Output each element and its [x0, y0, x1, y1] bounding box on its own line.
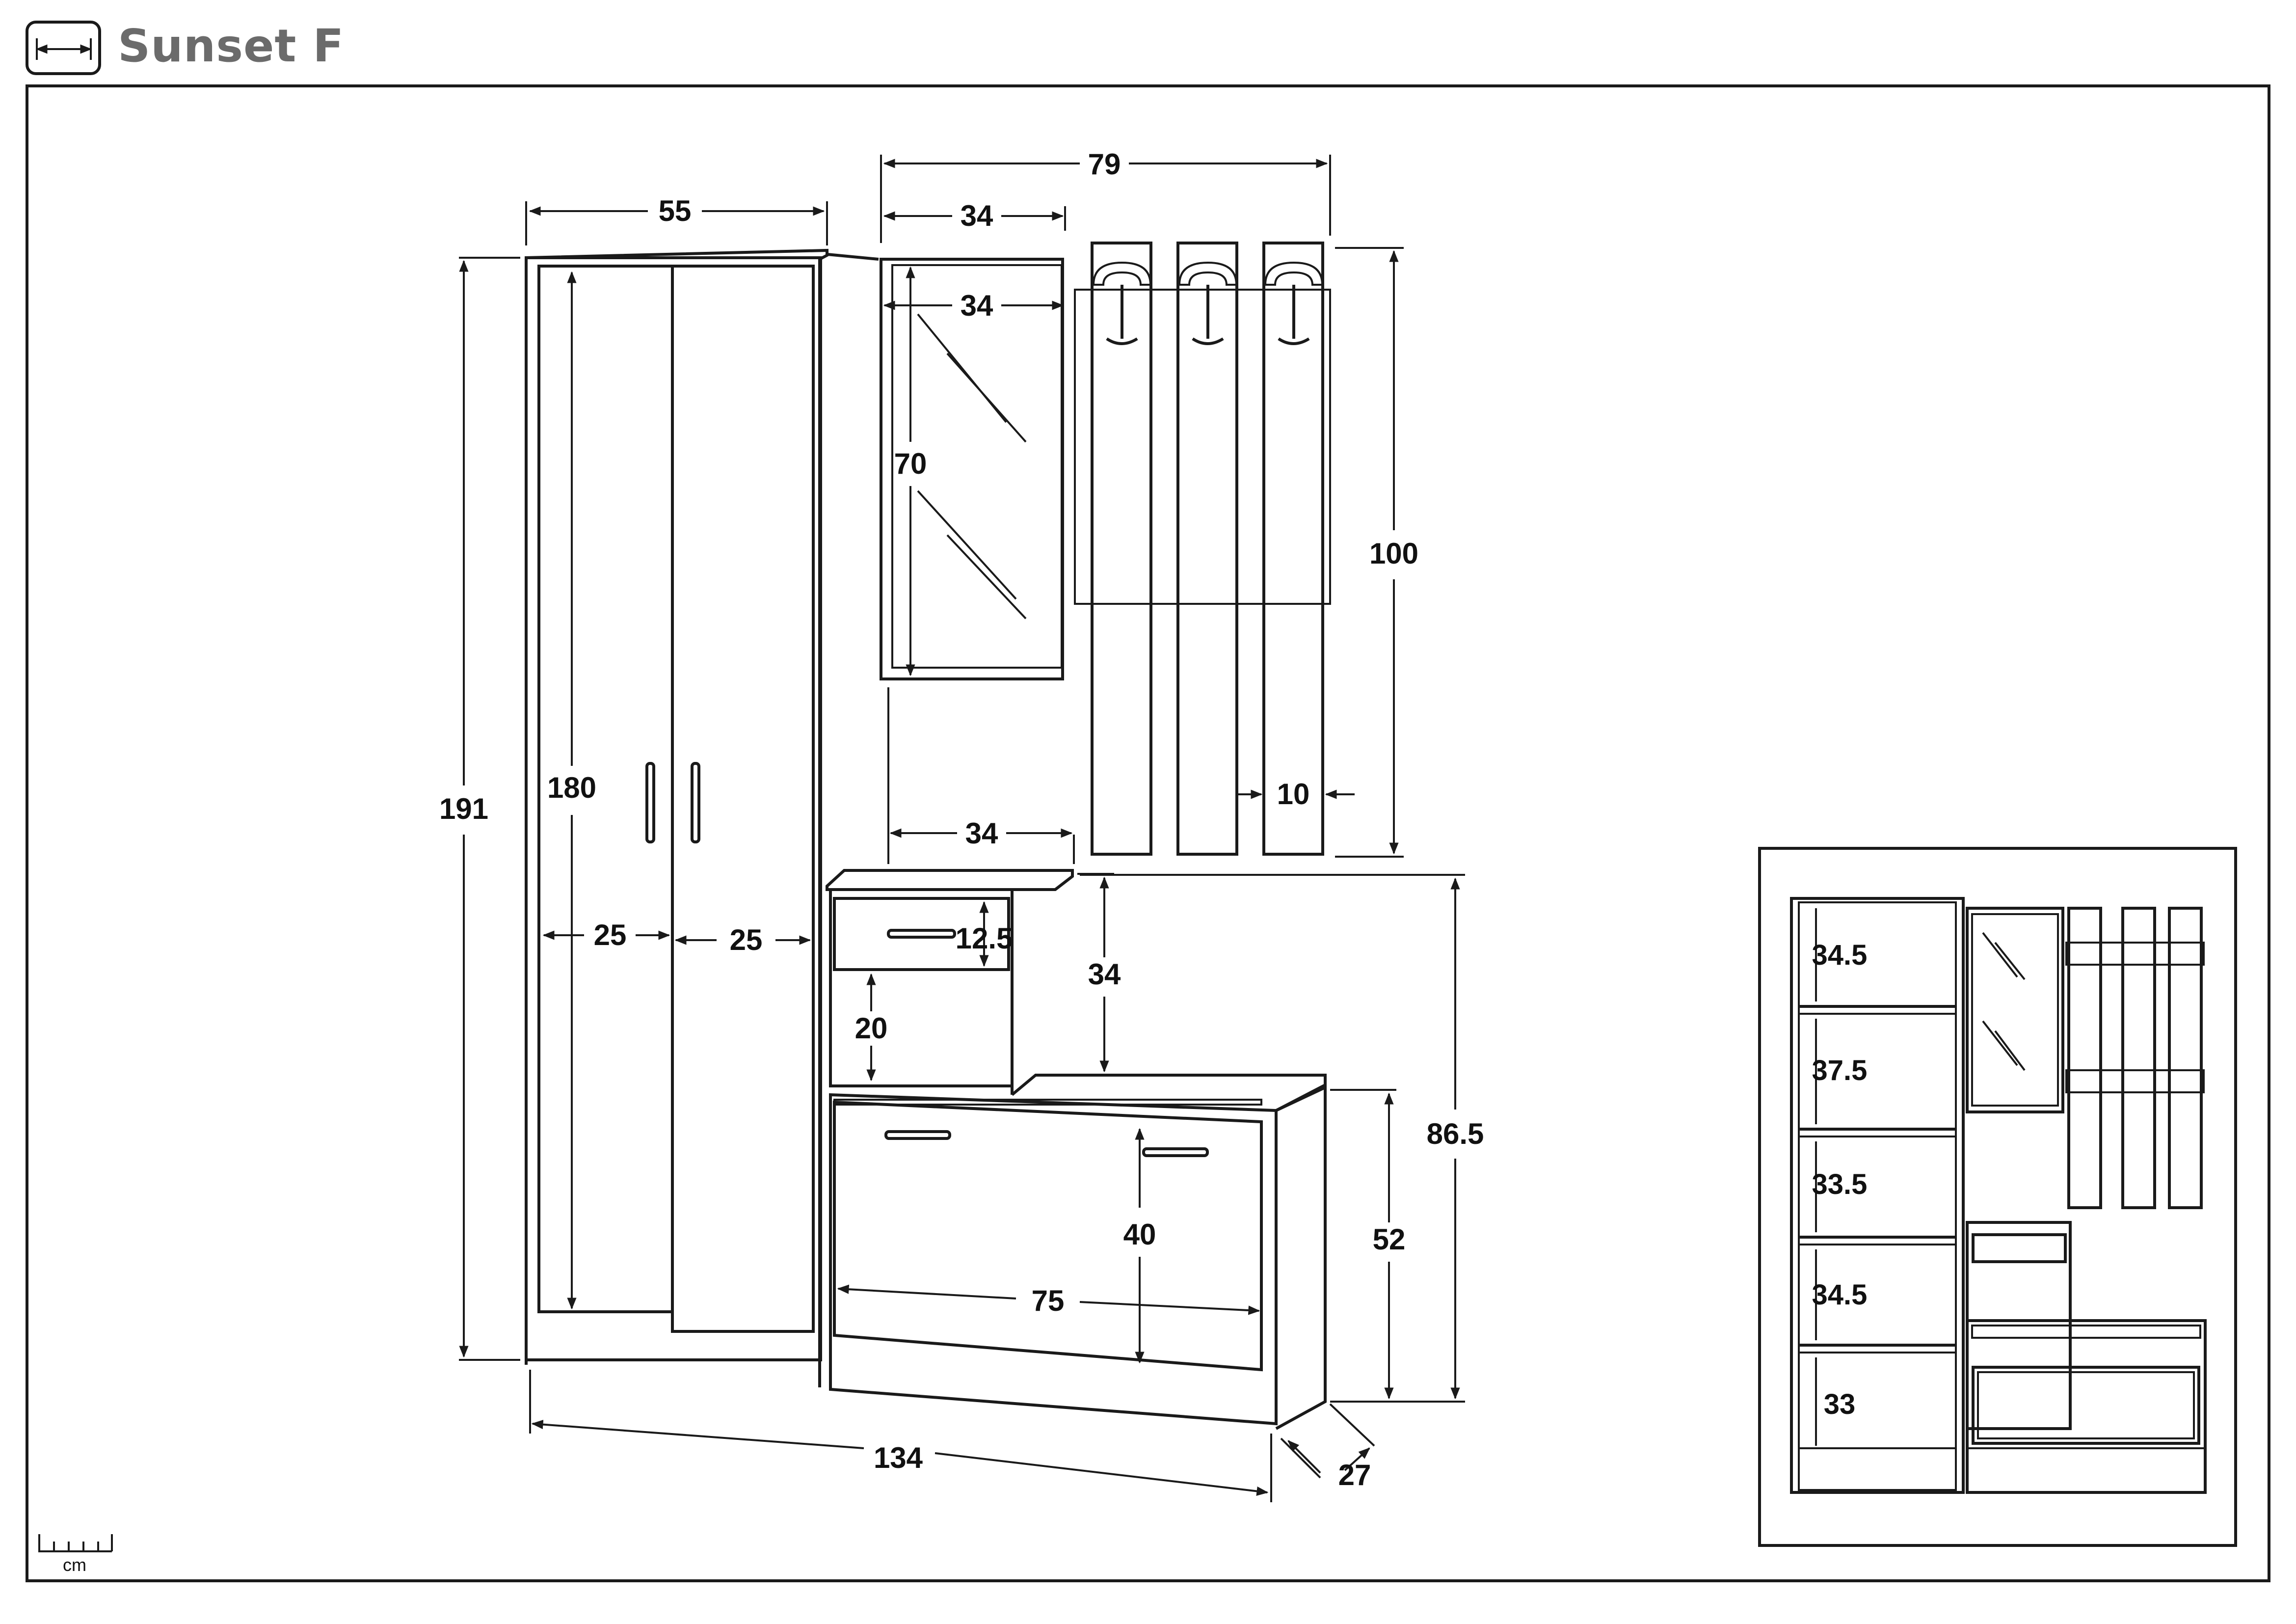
shoe-cabinet [829, 1074, 1327, 1430]
dim-shoe-flap-height: 40 [1123, 1218, 1156, 1251]
inset-interior-view [1758, 847, 2237, 1547]
scale-unit: cm [63, 1555, 86, 1575]
dim-wardrobe-height: 191 [439, 792, 488, 825]
inset-shelf-height-2: 37.5 [1812, 1055, 1868, 1086]
hanger-panel-2 [1176, 242, 1238, 856]
coat-hook-icon [1178, 261, 1238, 345]
dim-mirror-height: 70 [894, 447, 927, 480]
drawing-frame [26, 84, 2270, 1582]
wardrobe [525, 248, 879, 1387]
dim-shelf-unit-height: 34 [1088, 958, 1121, 991]
coat-hanger [1074, 242, 1331, 856]
dim-door-height: 180 [547, 771, 596, 804]
inset-shelf-height-1: 34.5 [1812, 939, 1868, 971]
drawer-handle [887, 929, 956, 939]
inset-shelf-height-4: 34.5 [1812, 1279, 1868, 1311]
dim-niche-height: 20 [855, 1012, 888, 1045]
dim-total-low-height: 86.5 [1427, 1117, 1484, 1150]
hanger-panel-3 [1262, 242, 1324, 856]
drawer-front [833, 897, 1010, 971]
product-title: Sunset F [118, 20, 345, 72]
drawer-unit [826, 869, 1074, 1095]
coat-hook-icon [1092, 261, 1152, 345]
hanger-panel-1 [1091, 242, 1152, 856]
dim-door-width-left: 25 [594, 919, 627, 951]
dim-depth: 27 [1338, 1459, 1371, 1491]
ruler-icon [38, 1534, 113, 1552]
door-handle-right [691, 762, 700, 843]
dim-door-width-right: 25 [730, 923, 763, 956]
mirror [880, 258, 1064, 680]
dim-shelf-width: 34 [965, 817, 998, 850]
shoe-handle-right [1142, 1147, 1209, 1157]
dim-wardrobe-width: 55 [659, 194, 692, 227]
dim-mirror-inner-width: 34 [961, 289, 993, 322]
dim-shoe-cabinet-height: 52 [1373, 1223, 1406, 1256]
inset-shelf-height-3: 33.5 [1812, 1168, 1868, 1200]
dimension-icon [26, 21, 101, 75]
dim-shoe-cabinet-width: 75 [1032, 1284, 1065, 1317]
door-handle-left [645, 762, 655, 843]
dim-hanger-panel-width: 10 [1277, 778, 1310, 811]
dim-hanger-total-width: 79 [1088, 148, 1121, 181]
dim-drawer-height: 12.5 [956, 922, 1013, 955]
dim-mirror-outer-width: 34 [961, 199, 993, 232]
dim-total-width: 134 [874, 1441, 923, 1474]
coat-hook-icon [1264, 261, 1324, 345]
inset-shelf-height-5: 33 [1824, 1388, 1856, 1420]
wardrobe-door-right [671, 265, 815, 1333]
dim-hanger-height: 100 [1369, 537, 1418, 570]
shoe-handle-left [884, 1130, 951, 1140]
